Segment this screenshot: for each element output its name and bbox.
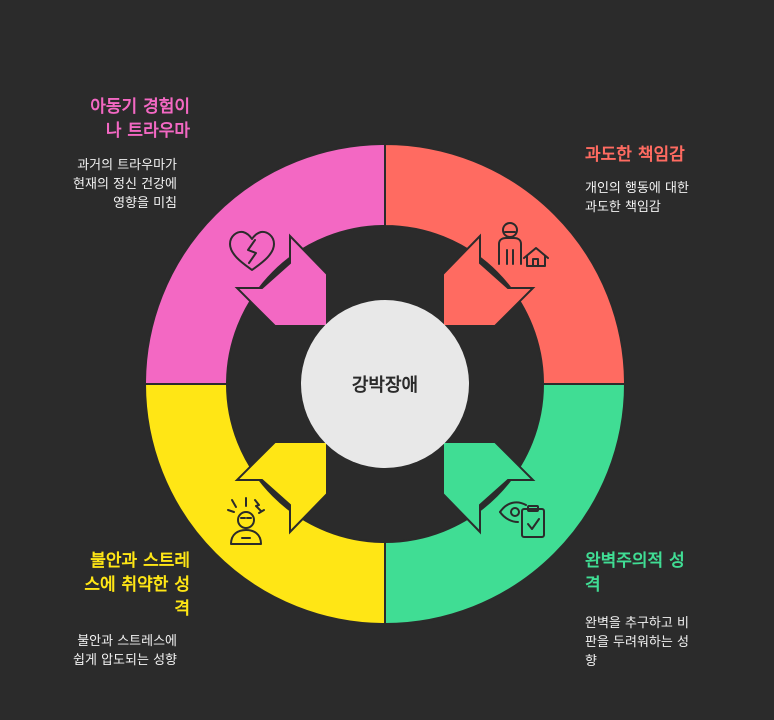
title-line: 격 — [585, 575, 601, 595]
desc-line: 개인의 행동에 대한 — [585, 181, 689, 196]
arrow-perfectionism — [442, 441, 536, 535]
desc-perfectionism: 완벽을 추구하고 비 판을 두려워하는 성 향 — [585, 614, 689, 671]
title-line: 나 트라우마 — [105, 121, 190, 141]
person-house-icon — [498, 222, 549, 267]
arrow-responsibility — [442, 233, 536, 327]
title-responsibility: 과도한 책임감 — [585, 143, 685, 167]
arrow-stress — [234, 441, 328, 535]
desc-trauma: 과거의 트라우마가 현재의 정신 건강에 영향을 미침 — [73, 156, 177, 213]
desc-responsibility: 개인의 행동에 대한 과도한 책임감 — [585, 179, 689, 217]
desc-line: 현재의 정신 건강에 — [73, 177, 177, 192]
segment-perfectionism — [384, 383, 627, 626]
stressed-person-icon — [227, 497, 265, 545]
title-line: 과도한 책임감 — [585, 145, 685, 165]
desc-line: 불안과 스트레스에 — [77, 634, 177, 649]
title-line: 불안과 스트레 — [90, 551, 190, 571]
desc-line: 과도한 책임감 — [585, 200, 661, 215]
desc-line: 과거의 트라우마가 — [77, 158, 177, 173]
desc-line: 쉽게 압도되는 성향 — [73, 653, 177, 668]
desc-line: 판을 두려워하는 성 — [585, 635, 689, 650]
desc-line: 향 — [585, 654, 597, 669]
desc-stress: 불안과 스트레스에 쉽게 압도되는 성향 — [73, 632, 177, 670]
segment-responsibility — [384, 142, 627, 385]
title-line: 아동기 경험이 — [90, 97, 190, 117]
desc-line: 영향을 미침 — [113, 196, 177, 211]
title-line: 스에 취약한 성 — [84, 575, 190, 595]
center-label: 강박장애 — [352, 375, 418, 396]
title-trauma: 아동기 경험이 나 트라우마 — [90, 95, 190, 143]
arrow-trauma — [234, 233, 328, 327]
segment-stress — [143, 383, 386, 626]
segment-trauma — [143, 142, 386, 385]
title-line: 완벽주의적 성 — [585, 551, 685, 571]
title-stress: 불안과 스트레 스에 취약한 성 격 — [84, 549, 190, 621]
eye-checklist-icon — [499, 501, 545, 538]
title-line: 격 — [174, 599, 190, 619]
desc-line: 완벽을 추구하고 비 — [585, 616, 689, 631]
broken-heart-icon — [229, 230, 275, 271]
center-circle — [301, 300, 469, 468]
title-perfectionism: 완벽주의적 성 격 — [585, 549, 685, 597]
